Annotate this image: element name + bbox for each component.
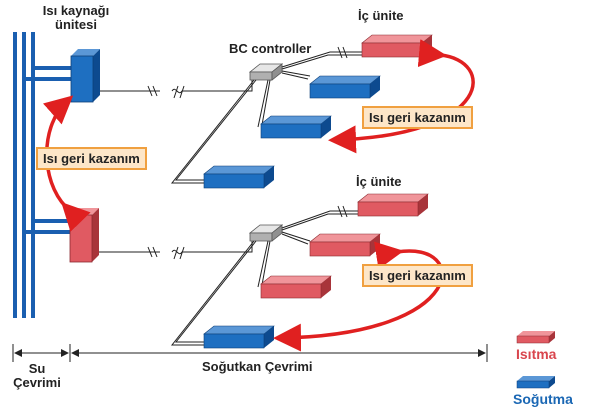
indoor-unit-top-4-cooling [203, 165, 275, 189]
legend-heating-label: Isıtma [516, 346, 557, 362]
legend-cooling-label: Soğutma [513, 391, 573, 407]
water-pipe-vertical [13, 32, 35, 318]
heat-source-unit-label-line1: Isı kaynağı [42, 3, 110, 18]
heat-recovery-box-bottom: Isı geri kazanım [362, 264, 473, 287]
legend-cooling-swatch [516, 376, 555, 389]
water-pipe-branch-top [22, 66, 71, 81]
heat-recovery-box-water: Isı geri kazanım [36, 147, 147, 170]
bc-controller-label: BC controller [229, 41, 312, 56]
heat-source-unit-top [70, 49, 100, 103]
water-loop-label-line2: Çevrimi [13, 375, 61, 390]
heat-source-unit-bottom [69, 208, 99, 263]
bc-controller-bottom [248, 224, 284, 242]
indoor-unit-top-3-cooling [260, 115, 332, 139]
heat-recovery-arrow-bottom [273, 241, 444, 352]
heat-source-unit-label: Isı kaynağı ünitesi [36, 4, 116, 32]
heat-source-unit-label-line2: ünitesi [55, 17, 97, 32]
heat-recovery-arrow-top [328, 39, 475, 154]
indoor-unit-bottom-2-heating [309, 233, 381, 257]
water-loop-label-line1: Su [28, 361, 46, 376]
indoor-unit-bottom-4-cooling [203, 325, 275, 349]
indoor-unit-top-1-heating [361, 34, 433, 58]
legend-heating-swatch [516, 331, 555, 344]
indoor-unit-bottom-1-heating [357, 193, 429, 217]
indoor-unit-top-2-cooling [309, 75, 381, 99]
water-loop-label: Su Çevrimi [4, 362, 70, 390]
dimension-lines [12, 344, 488, 362]
bc-bottom-distribution-lines [170, 205, 358, 346]
indoor-unit-label-top: İç ünite [358, 8, 404, 23]
water-pipe-branch-bottom [22, 219, 71, 234]
refrigerant-line-bottom [99, 241, 253, 260]
refrigerant-loop-label: Soğutkan Çevrimi [202, 359, 313, 374]
indoor-unit-label-bottom: İç ünite [356, 174, 402, 189]
bc-controller-top [248, 63, 284, 81]
refrigerant-line-top [100, 79, 253, 99]
heat-recovery-box-top: Isı geri kazanım [362, 106, 473, 129]
indoor-unit-bottom-3-heating [260, 275, 332, 299]
